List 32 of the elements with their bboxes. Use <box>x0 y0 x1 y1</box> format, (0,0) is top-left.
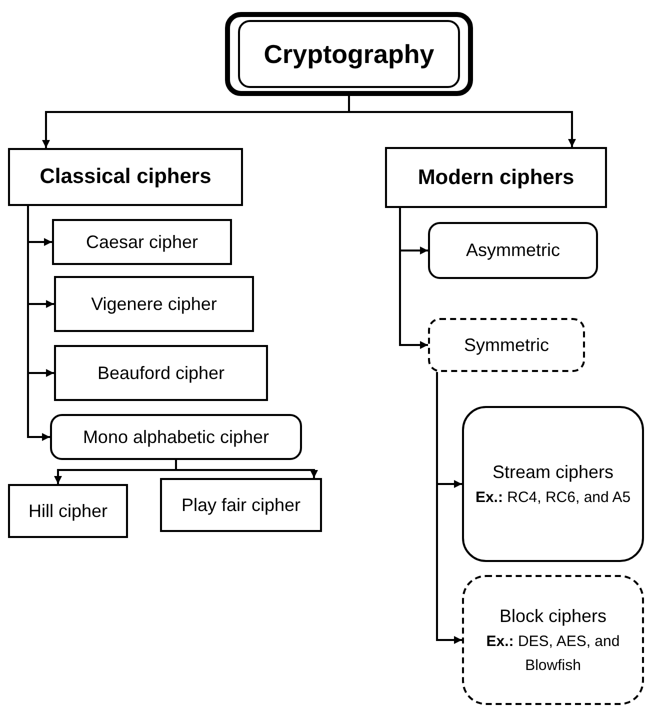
example-text: Ex.: DES, AES, and Blowfish <box>485 632 621 676</box>
node-label: Play fair cipher <box>181 494 301 517</box>
node-label: Mono alphabetic cipher <box>82 426 270 449</box>
process-box <box>52 219 232 265</box>
node-label: Cryptography <box>264 38 434 70</box>
process-box <box>462 406 644 562</box>
arrow <box>175 460 318 478</box>
process-box <box>50 414 302 460</box>
process-box <box>428 222 598 279</box>
process-box <box>54 345 268 401</box>
arrow <box>27 206 50 441</box>
node-label: Stream ciphers <box>492 460 614 484</box>
node-label: Classical ciphers <box>40 164 212 190</box>
process-box <box>428 318 585 372</box>
node-label: Symmetric <box>464 334 549 357</box>
node-label: Block ciphers <box>499 604 607 628</box>
process-box <box>385 147 607 208</box>
arrow <box>436 372 462 644</box>
node-label: Vigenere cipher <box>91 292 217 316</box>
node-label: Asymmetric <box>466 239 560 262</box>
process-box <box>462 575 644 705</box>
node-label: Beauford cipher <box>97 362 225 385</box>
node-label: Hill cipher <box>28 500 108 523</box>
node-label: Modern ciphers <box>418 164 574 191</box>
example-text: Ex.: RC4, RC6, and A5 <box>475 488 631 508</box>
process-box <box>160 478 322 532</box>
process-box <box>8 148 243 206</box>
process-box <box>8 484 128 538</box>
process-box <box>54 276 254 332</box>
arrow <box>348 96 576 147</box>
root-box <box>225 12 473 96</box>
node-label: Caesar cipher <box>86 230 198 254</box>
